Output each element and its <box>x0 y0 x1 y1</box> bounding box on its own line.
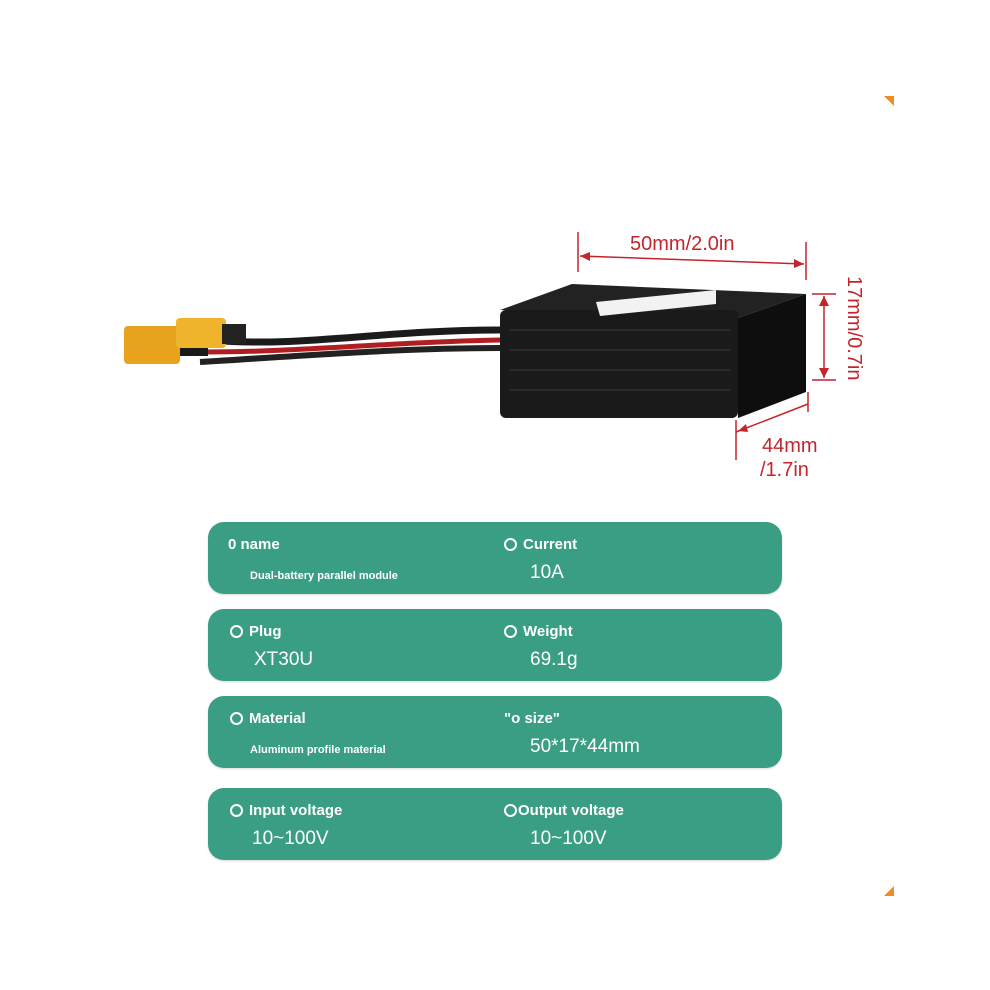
circle-bullet-icon <box>230 804 243 817</box>
spec-card-name-current: 0 name Dual-battery parallel module Curr… <box>208 522 782 594</box>
xt30-connector-back <box>176 318 246 348</box>
spec-value: 10~100V <box>530 828 607 849</box>
circle-bullet-icon <box>504 538 517 551</box>
circle-bullet-icon <box>504 804 517 817</box>
dimension-depth-label-1: 44mm <box>762 435 818 457</box>
spec-value: 10~100V <box>252 828 329 849</box>
corner-mark-bottom <box>884 886 894 896</box>
spec-label: Input voltage <box>249 802 343 819</box>
spec-value: 10A <box>530 562 564 583</box>
spec-label: 0 name <box>228 536 280 553</box>
dimension-depth-label-2: /1.7in <box>760 459 809 481</box>
circle-bullet-icon <box>230 712 243 725</box>
spec-label: Material <box>249 710 306 727</box>
module-box <box>500 284 806 418</box>
spec-label: Output voltage <box>518 802 624 819</box>
dimension-height-label: 17mm/0.7in <box>843 276 865 381</box>
spec-value: 69.1g <box>530 649 578 670</box>
spec-value: Aluminum profile material <box>250 744 386 756</box>
spec-label: "o size" <box>504 710 560 727</box>
spec-value: XT30U <box>254 649 314 670</box>
spec-label: Weight <box>523 623 573 640</box>
product-illustration: 50mm/2.0in 17mm/0.7in 44mm /1.7in <box>124 232 865 481</box>
spec-card-plug-weight: Plug XT30U Weight 69.1g <box>208 609 782 681</box>
corner-mark-top <box>884 96 894 106</box>
spec-value: 50*17*44mm <box>530 736 640 757</box>
dimension-depth <box>735 392 809 460</box>
spec-value: Dual-battery parallel module <box>250 570 398 582</box>
dimension-length <box>577 232 807 280</box>
spec-card-material-size: Material Aluminum profile material "o si… <box>208 696 782 768</box>
spec-label: Plug <box>249 623 282 640</box>
circle-bullet-icon <box>504 625 517 638</box>
spec-card-voltage: Input voltage 10~100V Output voltage 10~… <box>208 788 782 860</box>
circle-bullet-icon <box>230 625 243 638</box>
dimension-height <box>812 293 836 381</box>
module-sticker <box>596 290 716 316</box>
dimension-length-label: 50mm/2.0in <box>630 233 735 255</box>
spec-label: Current <box>523 536 578 553</box>
